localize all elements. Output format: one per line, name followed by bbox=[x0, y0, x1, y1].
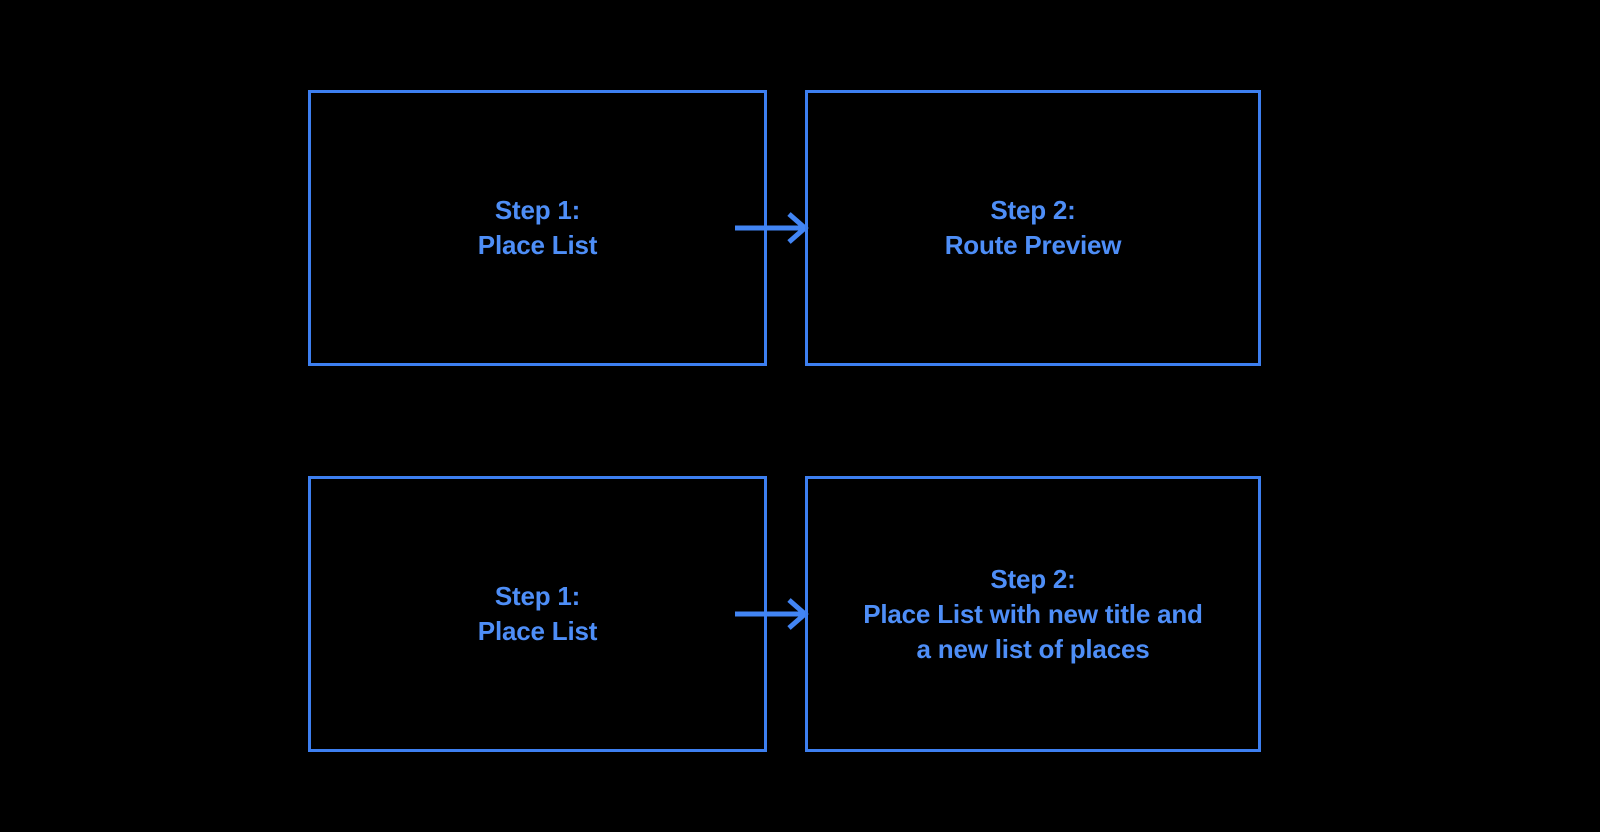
arrow-head bbox=[787, 598, 809, 630]
step-box-row1-step1[interactable]: Step 1: Place List bbox=[308, 90, 767, 366]
flow-row-place-list-update: Step 1: Place List Step 2: Place List wi… bbox=[0, 476, 1600, 752]
arrow-head bbox=[787, 212, 809, 244]
step-box-label: Step 1: Place List bbox=[477, 581, 598, 646]
step-box-label: Step 2: Route Preview bbox=[944, 195, 1122, 260]
flow-row-route-preview: Step 1: Place List Step 2: Route Preview bbox=[0, 90, 1600, 366]
step-box-label: Step 2: Place List with new title and a … bbox=[863, 563, 1203, 664]
step-box-row2-step1[interactable]: Step 1: Place List bbox=[308, 476, 767, 752]
step-box-row2-step2[interactable]: Step 2: Place List with new title and a … bbox=[805, 476, 1261, 752]
step-box-label: Step 1: Place List bbox=[477, 195, 598, 260]
step-box-row1-step2[interactable]: Step 2: Route Preview bbox=[805, 90, 1261, 366]
